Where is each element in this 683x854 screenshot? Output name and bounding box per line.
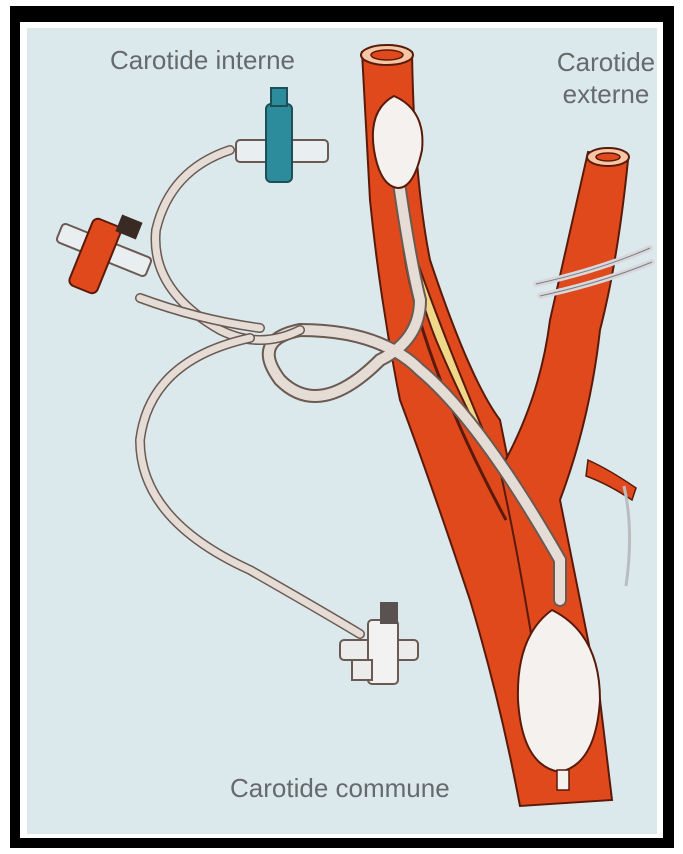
internal-carotid-lumen <box>371 50 403 60</box>
lower-stopcock <box>340 602 418 684</box>
label-carotide-interne: Carotide interne <box>110 44 295 76</box>
lower-port-tube-fill <box>140 338 360 634</box>
catheter-tip <box>557 770 569 790</box>
branch-ligature <box>624 486 630 586</box>
lower-port-tube <box>140 338 360 634</box>
label-carotide-commune: Carotide commune <box>230 772 450 804</box>
internal-carotid-balloon <box>373 96 423 188</box>
external-carotid-lumen <box>596 153 620 161</box>
teal-stopcock <box>236 88 328 182</box>
label-carotide-externe: Carotide externe <box>546 46 666 110</box>
side-port-tube-orange-fill <box>140 298 260 328</box>
arterial-side-branch <box>586 460 636 500</box>
orange-stopcock <box>56 215 153 295</box>
